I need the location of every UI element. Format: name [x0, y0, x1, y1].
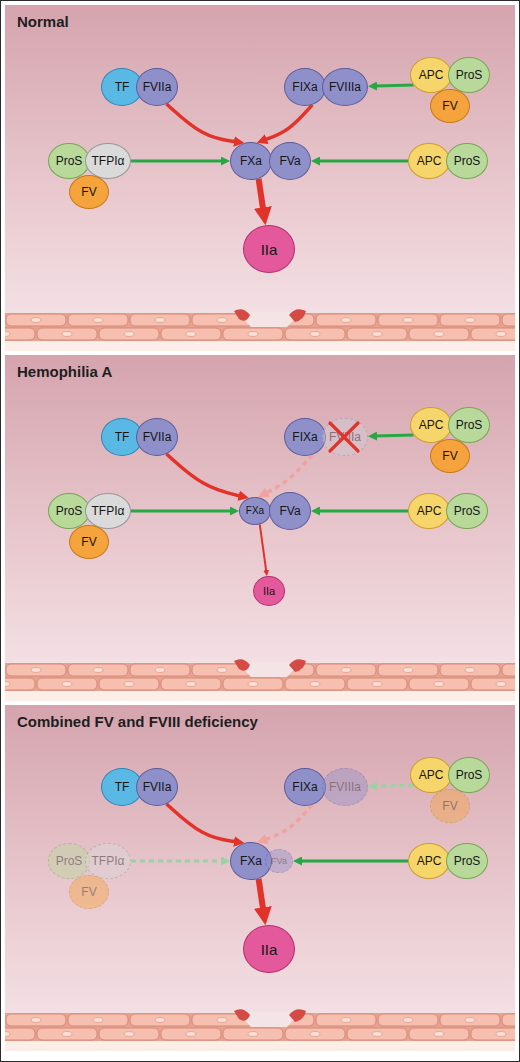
factor-label: ProS: [454, 505, 481, 517]
factor-circle: FV: [430, 439, 470, 473]
factor-circle: TFPIα: [85, 143, 131, 179]
panel-title: Combined FV and FVIII deficiency: [17, 713, 258, 730]
factor-circle: FV: [430, 789, 470, 823]
factor-label: ProS: [456, 69, 483, 81]
factor-label: FVa: [279, 505, 300, 517]
factor-label: FXa: [246, 506, 264, 516]
factor-label: FVIIIa: [329, 81, 361, 93]
factor-label: ProS: [454, 155, 481, 167]
factor-circle: ProS: [48, 143, 90, 179]
factor-circle: FXa: [239, 497, 271, 525]
factor-label: FV: [442, 100, 457, 112]
factor-label: IIa: [263, 586, 275, 597]
factor-circle: APC: [410, 57, 452, 93]
factor-circle: TFPIα: [85, 843, 131, 879]
factor-circle: FIXa: [284, 768, 326, 806]
factor-label: APC: [419, 769, 444, 781]
factor-label: FV: [81, 536, 96, 548]
factor-label: ProS: [56, 855, 83, 867]
factor-label: TFPIα: [92, 855, 125, 867]
panel-band: Hemophilia ATFFVIIaFIXaFVIIIaAPCProSFVPr…: [5, 355, 515, 701]
factor-label: FVIIa: [143, 431, 172, 443]
factor-label: ProS: [456, 419, 483, 431]
factor-label: FV: [442, 800, 457, 812]
factor-circle: APC: [408, 843, 450, 879]
factor-label: ProS: [454, 855, 481, 867]
factor-label: ProS: [56, 155, 83, 167]
factor-circle: APC: [410, 407, 452, 443]
factor-circle: ProS: [446, 843, 488, 879]
factor-circle: FVIIIa: [322, 768, 368, 806]
factor-circle: ProS: [448, 57, 490, 93]
factor-label: FV: [442, 450, 457, 462]
factor-circle: FVIIa: [136, 68, 178, 106]
factor-label: FV: [81, 886, 96, 898]
factor-circle: ProS: [446, 143, 488, 179]
factor-circle: TFPIα: [85, 493, 131, 529]
factor-circle: IIa: [243, 225, 295, 273]
factor-circle: FV: [430, 89, 470, 123]
factor-label: TFPIα: [92, 155, 125, 167]
factor-circle: APC: [410, 757, 452, 793]
factor-label: TF: [115, 431, 130, 443]
factor-circle: FVIIa: [136, 418, 178, 456]
factor-label: FXa: [240, 855, 262, 867]
factor-circle: FVa: [269, 142, 311, 180]
panel-band: Combined FV and FVIII deficiencyTFFVIIaF…: [5, 705, 515, 1051]
factor-label: ProS: [56, 505, 83, 517]
panel-band: NormalTFFVIIaFIXaFVIIIaAPCProSFVProSTFPI…: [5, 5, 515, 351]
factor-label: IIa: [261, 942, 278, 957]
factor-circle: IIa: [253, 576, 285, 606]
factor-label: APC: [417, 505, 442, 517]
factor-circle: FXa: [230, 142, 272, 180]
factor-circle: FV: [69, 525, 109, 559]
factor-label: FIXa: [292, 781, 317, 793]
panel-title: Normal: [17, 13, 69, 30]
factor-circle: FVa: [269, 492, 311, 530]
factor-circle: FVa: [265, 849, 293, 873]
factor-circle: ProS: [48, 843, 90, 879]
factor-label: APC: [419, 419, 444, 431]
factor-label: APC: [417, 855, 442, 867]
factor-circle: ProS: [446, 493, 488, 529]
factor-label: FIXa: [292, 431, 317, 443]
factor-label: TF: [115, 781, 130, 793]
factor-label: FVa: [279, 155, 300, 167]
panel-title: Hemophilia A: [17, 363, 112, 380]
factor-circle: ProS: [448, 407, 490, 443]
factor-circle: FV: [69, 875, 109, 909]
factor-circle: IIa: [243, 925, 295, 973]
factor-label: FVa: [271, 857, 287, 866]
factor-circle: FV: [69, 175, 109, 209]
factor-label: FIXa: [292, 81, 317, 93]
factor-label: TF: [115, 81, 130, 93]
factor-label: FXa: [240, 155, 262, 167]
factor-label: IIa: [261, 242, 278, 257]
factor-circle: APC: [408, 493, 450, 529]
factor-label: APC: [417, 155, 442, 167]
factor-label: FVIIa: [143, 81, 172, 93]
factor-label: FVIIIa: [329, 781, 361, 793]
factor-circle: FVIIIa: [322, 418, 368, 456]
factor-circle: ProS: [48, 493, 90, 529]
factor-label: FVIIIa: [329, 431, 361, 443]
factor-circle: FIXa: [284, 418, 326, 456]
factor-circle: FVIIIa: [322, 68, 368, 106]
factor-label: ProS: [456, 769, 483, 781]
factor-label: TFPIα: [92, 505, 125, 517]
factor-circle: FVIIa: [136, 768, 178, 806]
factor-label: FVIIa: [143, 781, 172, 793]
factor-label: FV: [81, 186, 96, 198]
factor-circle: APC: [408, 143, 450, 179]
factor-label: APC: [419, 69, 444, 81]
factor-circle: ProS: [448, 757, 490, 793]
factor-circle: FIXa: [284, 68, 326, 106]
